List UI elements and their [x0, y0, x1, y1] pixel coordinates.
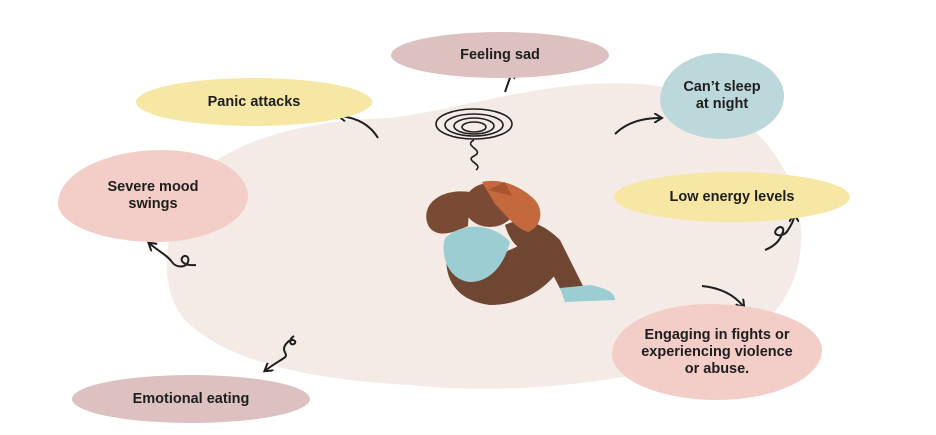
bubble-fights-violence: Engaging in fights or experiencing viole…: [612, 304, 822, 400]
bubble-mood-swings: Severe mood swings: [58, 150, 248, 242]
arrow-to-low-energy: [764, 216, 794, 251]
arrow-to-cant-sleep: [614, 118, 660, 135]
bubble-feeling-sad: Feeling sad: [391, 32, 609, 78]
bubble-mood-swings-line-2: swings: [128, 196, 178, 212]
bubble-cant-sleep: Can’t sleep at night: [660, 53, 784, 139]
bubble-fights-line-3: or abuse.: [684, 360, 750, 377]
arrow-to-emotional-eating: [266, 335, 297, 370]
bubble-panic-attacks: Panic attacks: [136, 78, 372, 126]
arrow-to-fights: [701, 285, 743, 306]
bubble-emotional-eating-label: Emotional eating: [132, 390, 250, 407]
bubble-feeling-sad-label: Feeling sad: [460, 46, 540, 63]
bubble-fights-line-2: experiencing violence: [641, 343, 793, 360]
bubble-fights-line-1: Engaging in fights or: [644, 326, 790, 343]
bubble-low-energy: Low energy levels: [614, 172, 850, 222]
bubble-cant-sleep-line-1: Can’t sleep: [683, 79, 761, 95]
bubble-low-energy-label: Low energy levels: [669, 188, 795, 205]
sad-person-illustration: [426, 180, 615, 305]
bubble-panic-attacks-label: Panic attacks: [207, 93, 301, 110]
arrow-to-mood-swings: [150, 244, 197, 268]
spiral-icon: [435, 108, 513, 171]
bubble-cant-sleep-line-2: at night: [695, 96, 749, 112]
bubble-mood-swings-line-1: Severe mood: [107, 179, 199, 195]
bubble-emotional-eating: Emotional eating: [72, 375, 310, 423]
